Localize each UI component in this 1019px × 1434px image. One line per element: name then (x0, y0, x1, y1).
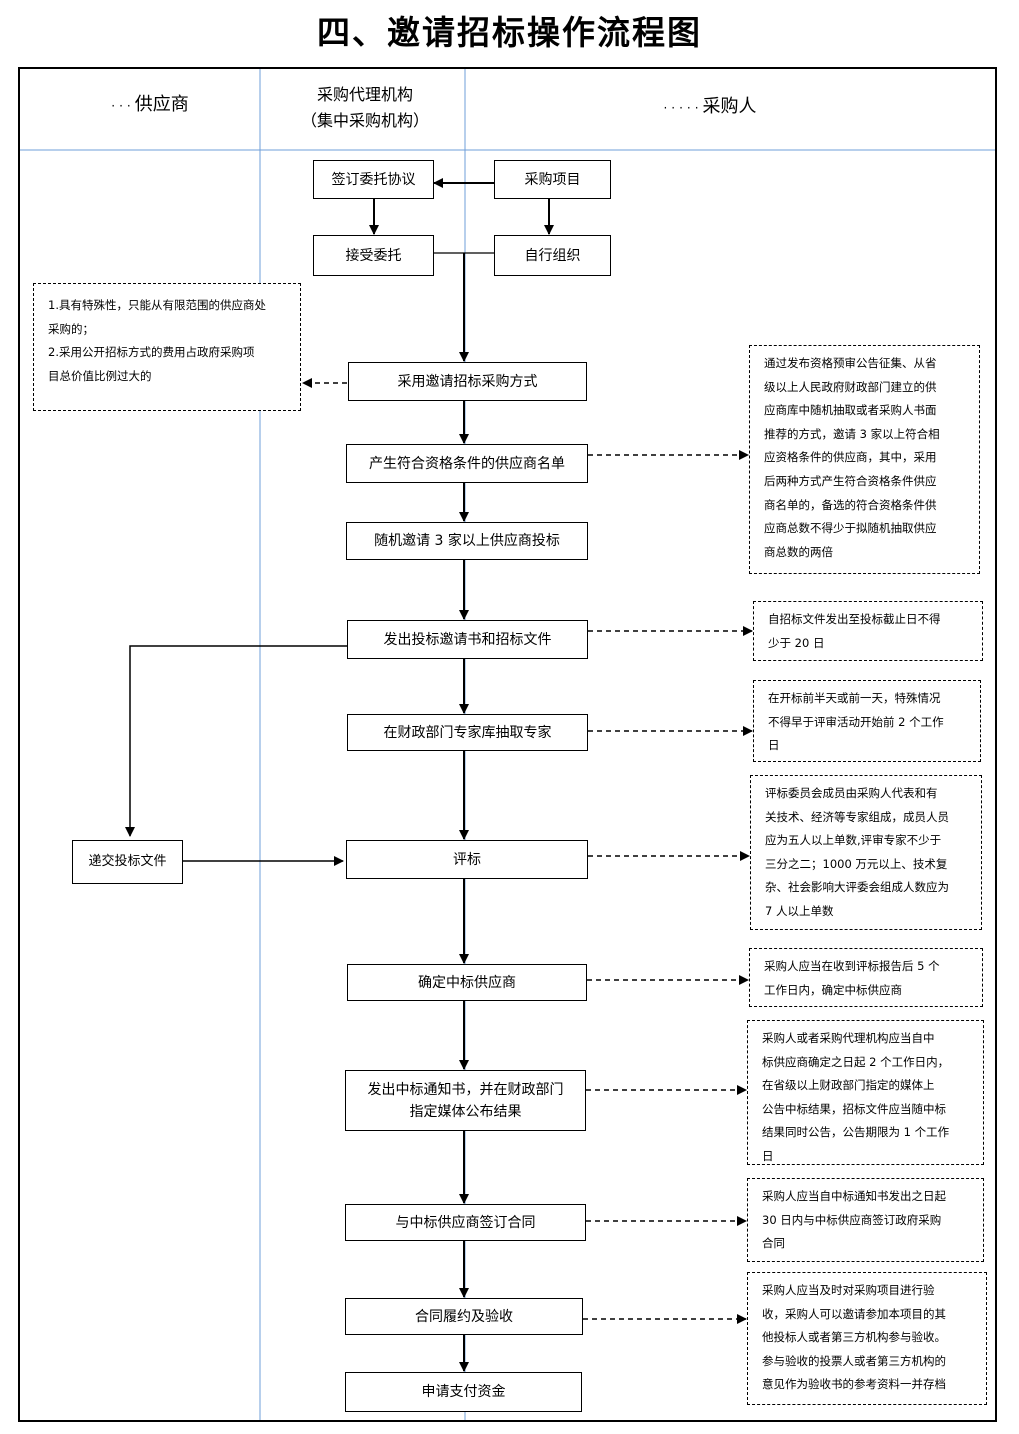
box-random-invite: 随机邀请 3 家以上供应商投标 (346, 522, 588, 560)
box-evaluate: 评标 (346, 840, 588, 879)
lane-header-agency-line2: （集中采购机构） (300, 111, 429, 130)
lane-header-purchaser: ·····采购人 (663, 96, 757, 117)
note-line: 结果同时公告，公告期限为 1 个工作 (762, 1125, 950, 1140)
note-line: 2.采用公开招标方式的费用占政府采购项 (48, 345, 255, 360)
box-sign-agreement: 签订委托协议 (313, 160, 434, 199)
note-line: 应为五人以上单数,评审专家不少于 (765, 833, 942, 848)
note-line: 自招标文件发出至投标截止日不得 (768, 612, 941, 626)
note-line: 不得早于评审活动开始前 2 个工作 (768, 714, 944, 729)
note-line: 后两种方式产生符合资格条件供应 (764, 473, 937, 488)
flowchart-frame (18, 67, 997, 1422)
note-committee: 评标委员会成员由采购人代表和有 关技术、经济等专家组成，成员人员 应为五人以上单… (750, 775, 982, 930)
note-line: 日 (762, 1148, 774, 1163)
box-apply-payment: 申请支付资金 (345, 1372, 582, 1412)
note-line: 采购人应当在收到评标报告后 5 个 (764, 959, 940, 973)
note-line: 收，采购人可以邀请参加本项目的其 (762, 1306, 946, 1321)
box-accept-entrust: 接受委托 (313, 235, 434, 276)
note-announce: 采购人或者采购代理机构应当自中 标供应商确定之日起 2 个工作日内， 在省级以上… (747, 1020, 984, 1165)
note-line: 7 人以上单数 (765, 903, 834, 918)
box-purchase-project: 采购项目 (494, 160, 611, 199)
box-confirm-winner: 确定中标供应商 (347, 964, 587, 1001)
note-conditions: 1.具有特殊性，只能从有限范围的供应商处 采购的； 2.采用公开招标方式的费用占… (33, 283, 301, 411)
box-issue-docs: 发出投标邀请书和招标文件 (347, 620, 588, 659)
note-line: 日 (768, 738, 780, 753)
note-line: 意见作为验收书的参考资料一并存档 (762, 1377, 946, 1392)
note-line: 推荐的方式，邀请 3 家以上符合相 (764, 426, 940, 441)
box-publish-notice-line2: 指定媒体公布结果 (409, 1103, 522, 1120)
box-publish-notice: 发出中标通知书，并在财政部门 指定媒体公布结果 (345, 1070, 586, 1131)
note-line: 采购人或者采购代理机构应当自中 (762, 1031, 935, 1045)
lane-header-agency: 采购代理机构 （集中采购机构） (280, 82, 450, 134)
note-line: 采购人应当自中标通知书发出之日起 (762, 1189, 946, 1203)
note-line: 工作日内，确定中标供应商 (764, 982, 902, 997)
note-line: 应商总数不得少于拟随机抽取供应 (764, 521, 937, 536)
box-self-organize: 自行组织 (494, 235, 611, 276)
arrow-issue-to-supplier (125, 645, 347, 837)
note-line: 商名单的，备选的符合资格条件供 (764, 497, 937, 512)
box-publish-notice-line1: 发出中标通知书，并在财政部门 (367, 1081, 564, 1098)
note-contract: 采购人应当自中标通知书发出之日起 30 日内与中标供应商签订政府采购 合同 (747, 1178, 984, 1262)
note-accept: 采购人应当及时对采购项目进行验 收，采购人可以邀请参加本项目的其 他投标人或者第… (747, 1272, 987, 1405)
note-line: 他投标人或者第三方机构参与验收。 (762, 1330, 946, 1345)
note-line: 采购的； (48, 321, 94, 336)
box-draw-experts: 在财政部门专家库抽取专家 (347, 714, 588, 751)
note-deadline: 自招标文件发出至投标截止日不得 少于 20 日 (753, 601, 983, 661)
note-line: 在开标前半天或前一天，特殊情况 (768, 691, 941, 705)
note-line: 少于 20 日 (768, 635, 825, 650)
note-line: 通过发布资格预审公告征集、从省 (764, 356, 937, 370)
box-submit-bid: 递交投标文件 (72, 840, 183, 884)
note-line: 参与验收的投票人或者第三方机构的 (762, 1353, 946, 1368)
box-qualified-list: 产生符合资格条件的供应商名单 (346, 444, 588, 483)
note-line: 标供应商确定之日起 2 个工作日内， (762, 1054, 950, 1069)
note-line: 商总数的两倍 (764, 544, 833, 559)
box-sign-contract: 与中标供应商签订合同 (345, 1204, 586, 1241)
note-line: 在省级以上财政部门指定的媒体上 (762, 1078, 935, 1093)
note-line: 关技术、经济等专家组成，成员人员 (765, 809, 949, 824)
lane-header-agency-line1: 采购代理机构 (316, 85, 413, 104)
lane-header-supplier: ···供应商 (111, 94, 189, 115)
note-line: 三分之二；1000 万元以上、技术复 (765, 856, 948, 871)
note-line: 应商库中随机抽取或者采购人书面 (764, 403, 937, 418)
note-line: 合同 (762, 1236, 785, 1251)
page-title: 四、邀请招标操作流程图 (317, 13, 702, 52)
note-line: 公告中标结果，招标文件应当随中标 (762, 1101, 946, 1116)
note-line: 30 日内与中标供应商签订政府采购 (762, 1212, 942, 1227)
note-line: 评标委员会成员由采购人代表和有 (765, 786, 938, 800)
note-confirm: 采购人应当在收到评标报告后 5 个 工作日内，确定中标供应商 (749, 948, 983, 1007)
note-line: 杂、社会影响大评委会组成人数应为 (765, 880, 949, 895)
box-acceptance: 合同履约及验收 (345, 1298, 583, 1335)
note-line: 目总价值比例过大的 (48, 368, 152, 383)
note-line: 级以上人民政府财政部门建立的供 (764, 379, 937, 394)
note-expert-time: 在开标前半天或前一天，特殊情况 不得早于评审活动开始前 2 个工作 日 (753, 680, 981, 762)
note-qualification: 通过发布资格预审公告征集、从省 级以上人民政府财政部门建立的供 应商库中随机抽取… (749, 345, 980, 574)
note-line: 采购人应当及时对采购项目进行验 (762, 1283, 935, 1297)
note-line: 1.具有特殊性，只能从有限范围的供应商处 (48, 298, 266, 312)
box-adopt-invitation: 采用邀请招标采购方式 (348, 362, 587, 401)
note-line: 应资格条件的供应商，其中，采用 (764, 450, 937, 465)
